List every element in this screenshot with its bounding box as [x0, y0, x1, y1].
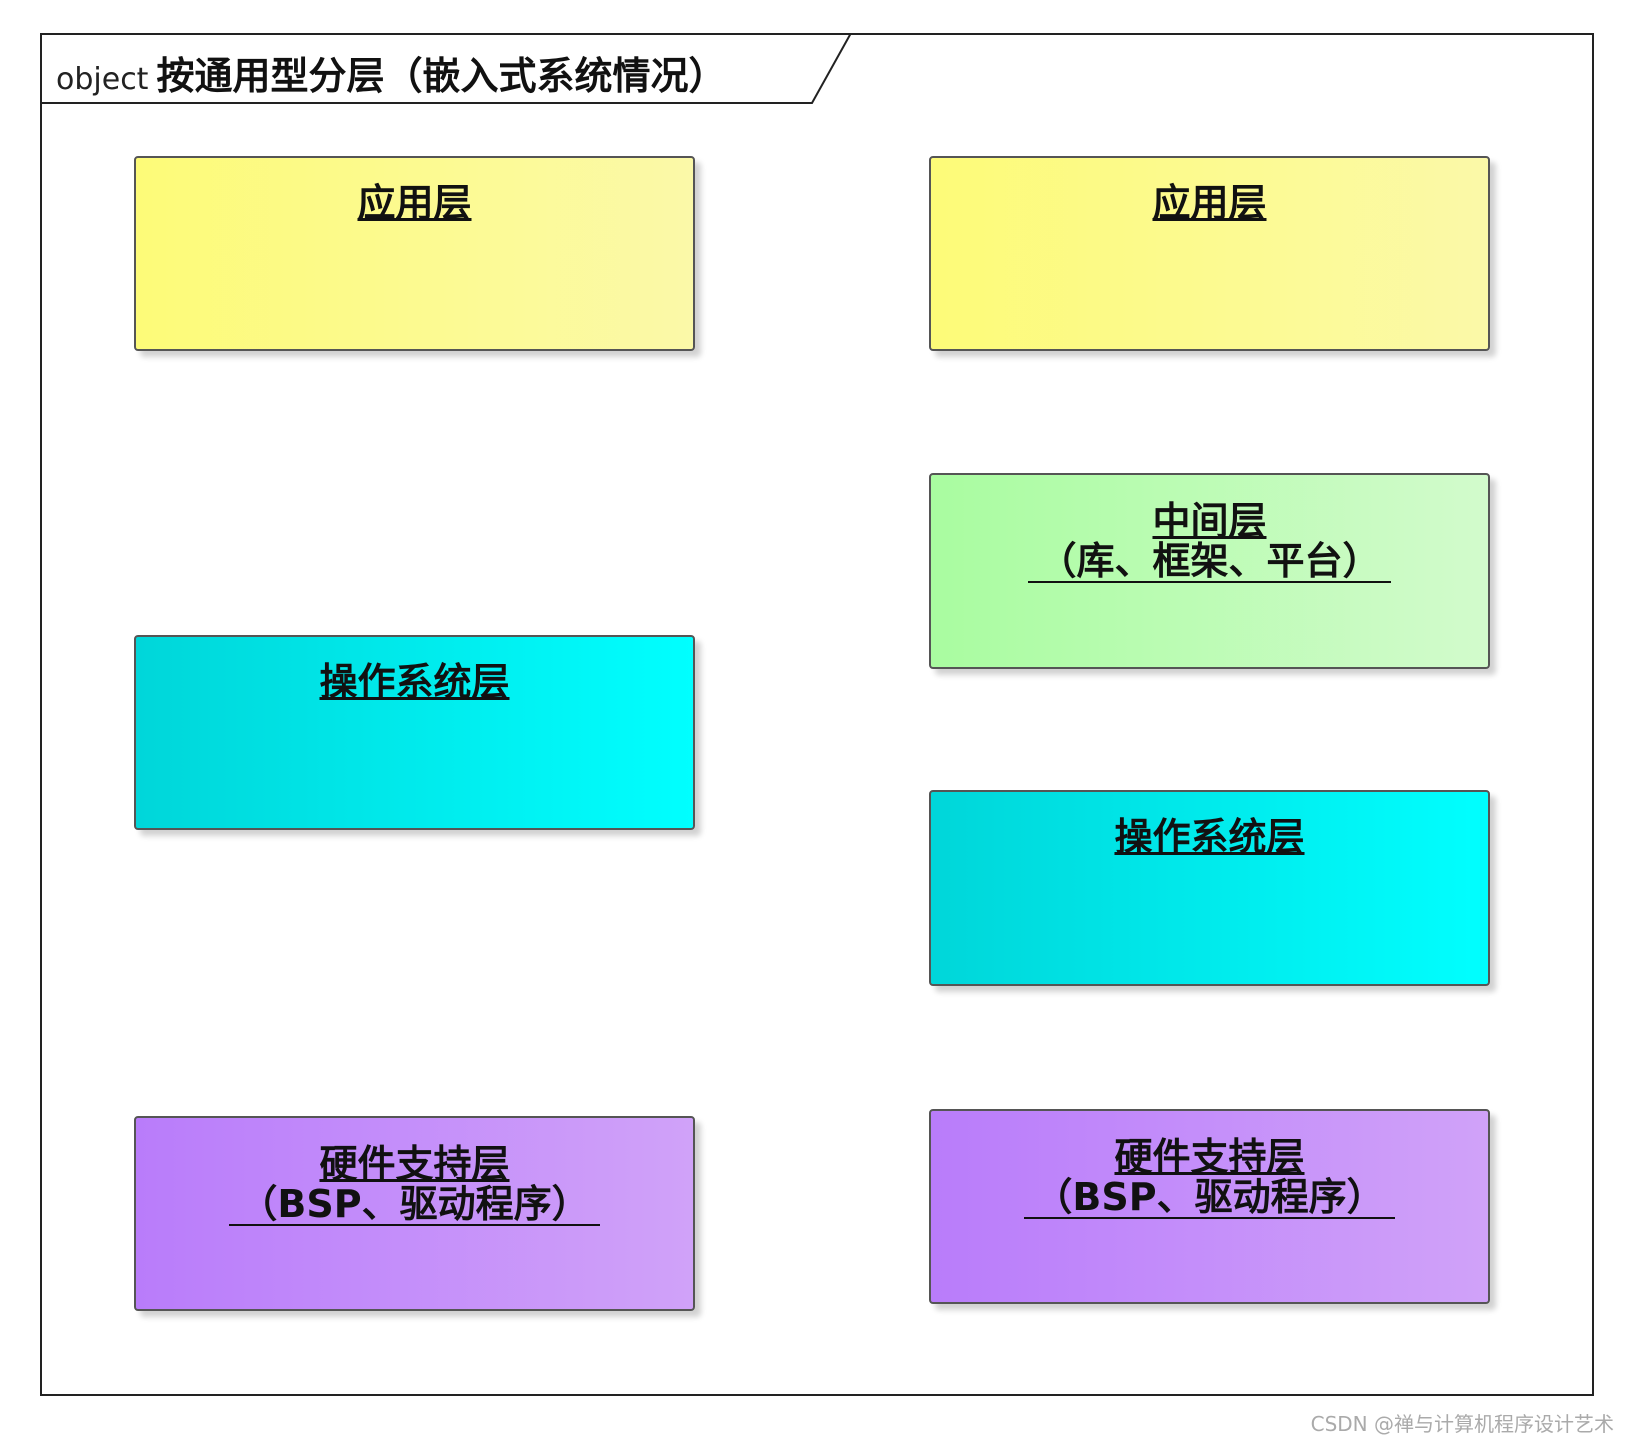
layer-title: 操作系统层 [319, 660, 510, 704]
left-os-layer[interactable]: 操作系统层 [134, 635, 695, 830]
watermark: CSDN @禅与计算机程序设计艺术 [1310, 1412, 1614, 1436]
left-hardware-layer[interactable]: 硬件支持层 （BSP、驱动程序） [134, 1116, 695, 1311]
layer-subtitle: （库、框架、平台） [1038, 539, 1381, 583]
layer-title: 操作系统层 [1114, 815, 1305, 859]
layer-title: 硬件支持层 [319, 1142, 510, 1186]
layer-subtitle: （BSP、驱动程序） [239, 1182, 590, 1226]
diagram-frame [40, 33, 1594, 1396]
frame-title-tab: object 按通用型分层（嵌入式系统情况） [40, 33, 852, 105]
layer-subtitle: （BSP、驱动程序） [1034, 1175, 1385, 1219]
layer-title: 应用层 [1152, 181, 1267, 225]
frame-keyword: object [56, 62, 149, 97]
layer-title: 应用层 [357, 181, 472, 225]
frame-title: 按通用型分层（嵌入式系统情况） [156, 54, 727, 98]
right-hardware-layer[interactable]: 硬件支持层 （BSP、驱动程序） [929, 1109, 1490, 1304]
right-os-layer[interactable]: 操作系统层 [929, 790, 1490, 986]
left-application-layer[interactable]: 应用层 [134, 156, 695, 351]
right-middleware-layer[interactable]: 中间层 （库、框架、平台） [929, 473, 1490, 669]
layer-title: 硬件支持层 [1114, 1135, 1305, 1179]
title-tab-outline [40, 33, 852, 104]
layer-title: 中间层 [1152, 499, 1267, 543]
right-application-layer[interactable]: 应用层 [929, 156, 1490, 351]
